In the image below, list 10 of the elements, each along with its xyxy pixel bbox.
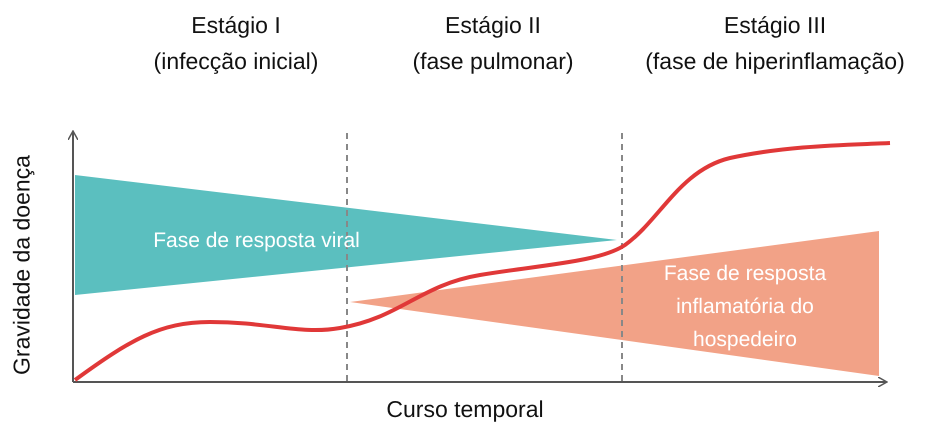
stage-title: Estágio II <box>445 14 541 37</box>
y-axis-label: Gravidade da doença <box>10 155 34 375</box>
stage-subtitle: (fase de hiperinflamação) <box>645 50 905 73</box>
phase-label: Fase de resposta viral <box>152 228 361 254</box>
phase-label: Fase de resposta inflamatória do hospedeiro <box>662 261 828 353</box>
x-axis-label: Curso temporal <box>386 398 544 421</box>
stage-subtitle: (infecção inicial) <box>154 50 318 73</box>
stage-subtitle: (fase pulmonar) <box>412 50 574 73</box>
stage-title: Estágio I <box>191 14 281 37</box>
stage-title: Estágio III <box>724 14 826 37</box>
